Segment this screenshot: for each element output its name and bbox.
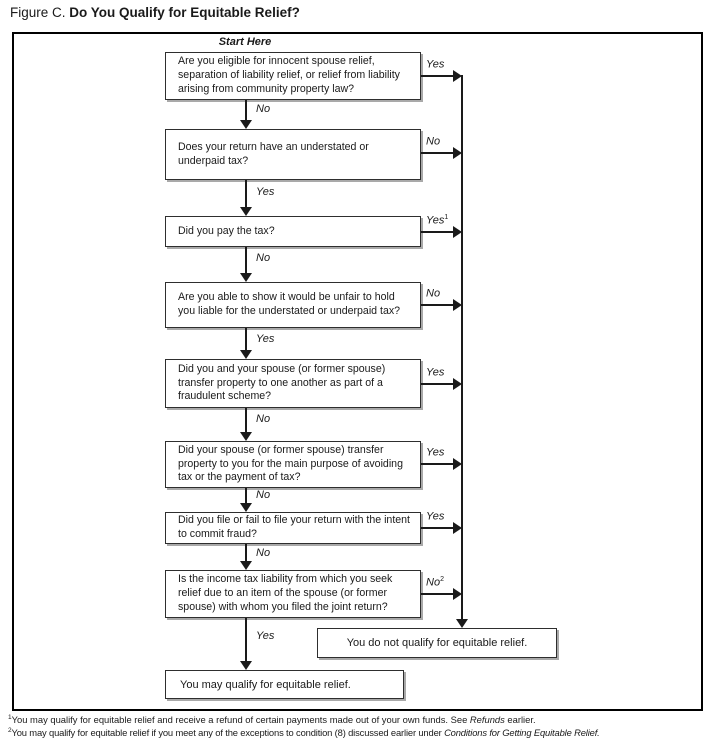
- branch-label-down-7: No: [256, 547, 271, 559]
- branch-label-down-3: No: [256, 252, 271, 264]
- arrow-right-icon: [453, 522, 462, 534]
- branch-label-down-4: Yes: [256, 333, 275, 345]
- question-box-2: Does your return have an understated or …: [165, 129, 421, 180]
- figure-title-prefix: Figure C.: [10, 5, 66, 20]
- question-text-8: Is the income tax liability from which y…: [178, 573, 393, 613]
- result-text-not-qualify: You do not qualify for equitable relief.: [346, 637, 528, 649]
- connector-right-line-3: [421, 231, 454, 233]
- connector-down-line-6: [245, 488, 247, 504]
- arrow-down-icon: [240, 432, 252, 441]
- arrow-down-icon: [240, 503, 252, 512]
- branch-label-down-6: No: [256, 489, 271, 501]
- arrow-right-icon: [453, 70, 462, 82]
- footnote-1: 1You may qualify for equitable relief an…: [8, 714, 536, 726]
- footnote-2: 2You may qualify for equitable relief if…: [8, 727, 600, 739]
- arrow-down-icon: [240, 273, 252, 282]
- branch-label-down-2: Yes: [256, 186, 275, 198]
- question-text-7: Did you file or fail to file your return…: [178, 514, 410, 540]
- connector-down-line-2: [245, 180, 247, 208]
- arrow-down-icon: [240, 350, 252, 359]
- question-box-6: Did your spouse (or former spouse) trans…: [165, 441, 421, 488]
- branch-label-down-1: No: [256, 103, 271, 115]
- question-text-5: Did you and your spouse (or former spous…: [178, 362, 386, 403]
- connector-right-line-1: [421, 75, 454, 77]
- arrow-down-icon: [456, 619, 468, 628]
- branch-label-right-5: Yes: [426, 366, 445, 379]
- branch-label-right-7: Yes: [426, 510, 445, 523]
- arrow-down-icon: [240, 120, 252, 129]
- arrow-down-icon: [240, 207, 252, 216]
- branch-label-down-8: Yes: [256, 630, 275, 642]
- question-box-8: Is the income tax liability from which y…: [165, 570, 421, 618]
- branch-label-right-2: No: [426, 135, 441, 148]
- arrow-down-icon: [240, 661, 252, 670]
- arrow-right-icon: [453, 147, 462, 159]
- figure-title: Figure C. Do You Qualify for Equitable R…: [10, 5, 300, 20]
- question-text-1: Are you eligible for innocent spouse rel…: [178, 55, 400, 95]
- connector-right-line-7: [421, 527, 454, 529]
- arrow-right-icon: [453, 378, 462, 390]
- arrow-right-icon: [453, 299, 462, 311]
- connector-down-line-1: [245, 100, 247, 121]
- connector-down-line-3: [245, 247, 247, 274]
- arrow-right-icon: [453, 458, 462, 470]
- question-box-3: Did you pay the tax?: [165, 216, 421, 247]
- branch-label-down-5: No: [256, 413, 271, 425]
- connector-right-line-2: [421, 152, 454, 154]
- question-box-7: Did you file or fail to file your return…: [165, 512, 421, 544]
- connector-right-line-5: [421, 383, 454, 385]
- start-here-label: Start Here: [218, 36, 272, 48]
- question-box-1: Are you eligible for innocent spouse rel…: [165, 52, 421, 100]
- collector-line: [461, 75, 463, 619]
- connector-down-line-5: [245, 408, 247, 433]
- branch-label-right-4: No: [426, 287, 441, 300]
- arrow-down-icon: [240, 561, 252, 570]
- connector-down-line-8: [245, 618, 247, 662]
- connector-down-line-4: [245, 328, 247, 351]
- branch-label-right-1: Yes: [426, 58, 445, 71]
- branch-label-right-3: Yes1: [426, 214, 449, 227]
- branch-label-right-8: No2: [426, 576, 444, 589]
- connector-right-line-4: [421, 304, 454, 306]
- connector-down-line-7: [245, 544, 247, 562]
- question-box-5: Did you and your spouse (or former spous…: [165, 359, 421, 408]
- question-text-2: Does your return have an understated or …: [178, 140, 369, 167]
- connector-right-line-6: [421, 463, 454, 465]
- result-box-may-qualify: You may qualify for equitable relief.: [165, 670, 404, 699]
- arrow-right-icon: [453, 588, 462, 600]
- result-box-not-qualify: You do not qualify for equitable relief.: [317, 628, 557, 658]
- branch-label-right-6: Yes: [426, 446, 445, 459]
- question-text-4: Are you able to show it would be unfair …: [178, 291, 401, 317]
- arrow-right-icon: [453, 226, 462, 238]
- question-text-3: Did you pay the tax?: [178, 224, 275, 237]
- connector-right-line-8: [421, 593, 454, 595]
- figure-title-main: Do You Qualify for Equitable Relief?: [69, 5, 300, 20]
- question-text-6: Did your spouse (or former spouse) trans…: [178, 443, 403, 484]
- result-text-may-qualify: You may qualify for equitable relief.: [180, 678, 351, 691]
- question-box-4: Are you able to show it would be unfair …: [165, 282, 421, 328]
